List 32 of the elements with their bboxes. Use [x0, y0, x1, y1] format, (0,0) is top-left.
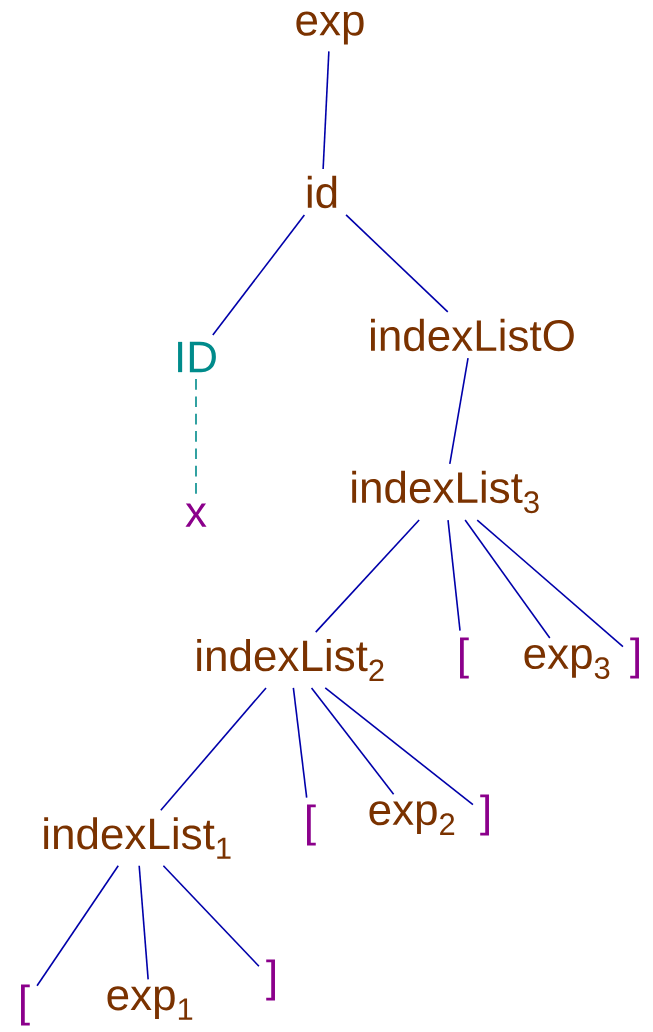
tree-edge	[310, 687, 395, 795]
tree-node-label: exp	[296, 11, 364, 45]
tree-edge	[449, 357, 469, 465]
tree-node-label: indexList$_{2}$	[197, 639, 384, 681]
tree-edge	[447, 519, 461, 632]
tree-node-label: ]	[266, 959, 275, 1001]
tree-node-label: exp$_{1}$	[107, 986, 193, 1020]
tree-edge	[322, 50, 330, 170]
tree-edge	[476, 519, 624, 648]
tree-node-label: indexListO	[371, 318, 574, 352]
tree-edge	[324, 687, 474, 806]
tree-edge	[314, 519, 420, 633]
tree-edge	[36, 864, 120, 987]
tree-node-label: ]	[480, 794, 489, 836]
tree-node-label: indexList$_{3}$	[352, 470, 539, 514]
tree-node-label: x	[185, 503, 207, 527]
tree-node-label: exp$_{3}$	[524, 645, 610, 680]
tree-node-label: [	[460, 637, 469, 679]
tree-edge	[345, 214, 449, 313]
tree-edge	[292, 687, 308, 799]
tree-node-label: ID	[178, 341, 216, 373]
tree-node-label: [	[307, 804, 316, 846]
tree-node-label: exp$_{2}$	[369, 801, 455, 835]
tree-edge	[138, 864, 149, 981]
tree-edge	[212, 214, 306, 336]
tree-node-label: indexList$_{1}$	[44, 817, 231, 859]
tree-node-label: id	[307, 175, 337, 209]
tree-node-label: [	[21, 984, 30, 1026]
tree-edge	[162, 864, 260, 968]
tree-edge	[464, 519, 551, 639]
tree-node-label: ]	[630, 637, 639, 679]
tree-edge	[160, 687, 267, 812]
